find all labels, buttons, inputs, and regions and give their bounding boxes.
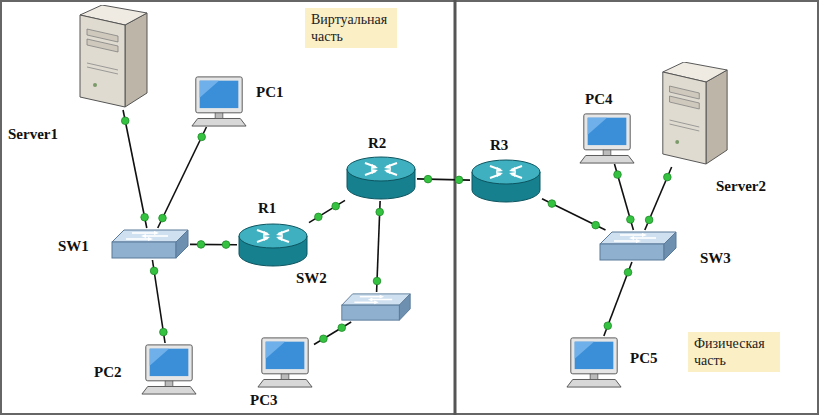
device-label: SW3 xyxy=(700,250,731,267)
link-dot xyxy=(627,216,635,224)
link-dot xyxy=(141,213,149,221)
pc-node: PC1 xyxy=(190,75,248,127)
link-dot xyxy=(320,335,328,343)
pc-node: PC3 xyxy=(256,336,314,388)
switch-node: SW1 xyxy=(110,228,190,260)
server-node: Server2 xyxy=(658,62,730,167)
link-dot xyxy=(150,267,158,275)
network-link xyxy=(542,199,606,230)
switch-icon xyxy=(110,228,190,260)
pc-node: PC4 xyxy=(578,112,636,164)
link-dot xyxy=(198,133,206,141)
switch-icon xyxy=(340,292,412,322)
link-dot xyxy=(159,214,167,222)
link-dot xyxy=(592,221,600,229)
link-dot xyxy=(338,324,346,332)
server-icon xyxy=(658,62,730,167)
network-link xyxy=(373,201,383,292)
link-dot xyxy=(121,117,129,125)
link-dot xyxy=(376,208,384,216)
region-divider xyxy=(454,0,457,415)
device-label: PC5 xyxy=(630,350,658,367)
device-label: PC1 xyxy=(256,84,284,101)
link-line xyxy=(645,167,672,230)
switch-node: SW3 xyxy=(598,230,678,262)
server-icon xyxy=(75,5,150,110)
region-label: Виртуальная часть xyxy=(305,8,397,48)
link-dot xyxy=(645,216,653,224)
pc-icon xyxy=(256,336,314,388)
region-name: Виртуальная часть xyxy=(311,11,391,45)
router-icon xyxy=(345,155,417,201)
region-label: Физическая часть xyxy=(688,332,780,372)
link-line xyxy=(604,262,632,336)
switch-node: SW2 xyxy=(340,292,412,322)
network-link xyxy=(417,175,470,183)
device-label: PC3 xyxy=(250,392,278,409)
link-line xyxy=(158,127,207,228)
pc-icon xyxy=(565,336,623,388)
network-link xyxy=(121,110,148,228)
link-dot xyxy=(604,322,612,330)
device-label: Server1 xyxy=(8,126,58,143)
link-line xyxy=(614,164,633,230)
device-label: R2 xyxy=(368,135,386,152)
device-label: SW2 xyxy=(296,270,327,287)
network-link xyxy=(604,262,632,336)
device-label: PC4 xyxy=(585,91,613,108)
link-dot xyxy=(332,202,340,210)
pc-icon xyxy=(140,343,198,395)
router-node: R3 xyxy=(470,158,542,204)
network-link xyxy=(314,322,351,344)
router-node: R1 xyxy=(237,222,309,268)
link-line xyxy=(309,200,345,222)
link-line xyxy=(123,110,147,228)
network-link xyxy=(645,167,672,230)
server-node: Server1 xyxy=(75,5,150,110)
device-label: PC2 xyxy=(94,364,122,381)
network-link xyxy=(190,241,237,249)
link-dot xyxy=(455,176,463,184)
link-dot xyxy=(222,241,230,249)
region-name: Физическая часть xyxy=(694,335,774,369)
device-label: R1 xyxy=(258,200,276,217)
network-link xyxy=(614,164,634,230)
link-dot xyxy=(197,241,205,249)
link-dot xyxy=(315,213,323,221)
link-dot xyxy=(373,277,381,285)
link-dot xyxy=(624,268,632,276)
switch-icon xyxy=(598,230,678,262)
device-label: R3 xyxy=(490,137,508,154)
pc-icon xyxy=(578,112,636,164)
link-dot xyxy=(548,200,556,208)
link-dot xyxy=(614,171,622,179)
router-icon xyxy=(237,222,309,268)
link-dot xyxy=(664,173,672,181)
pc-node: PC2 xyxy=(140,343,198,395)
device-label: SW1 xyxy=(58,238,89,255)
network-link xyxy=(150,260,167,343)
network-link xyxy=(309,200,345,222)
router-icon xyxy=(470,158,542,204)
network-link xyxy=(158,127,207,228)
pc-icon xyxy=(190,75,248,127)
router-node: R2 xyxy=(345,155,417,201)
pc-node: PC5 xyxy=(565,336,623,388)
link-dot xyxy=(424,175,432,183)
device-label: Server2 xyxy=(716,178,766,195)
link-line xyxy=(542,199,606,230)
link-line xyxy=(314,322,351,344)
link-dot xyxy=(160,328,168,336)
